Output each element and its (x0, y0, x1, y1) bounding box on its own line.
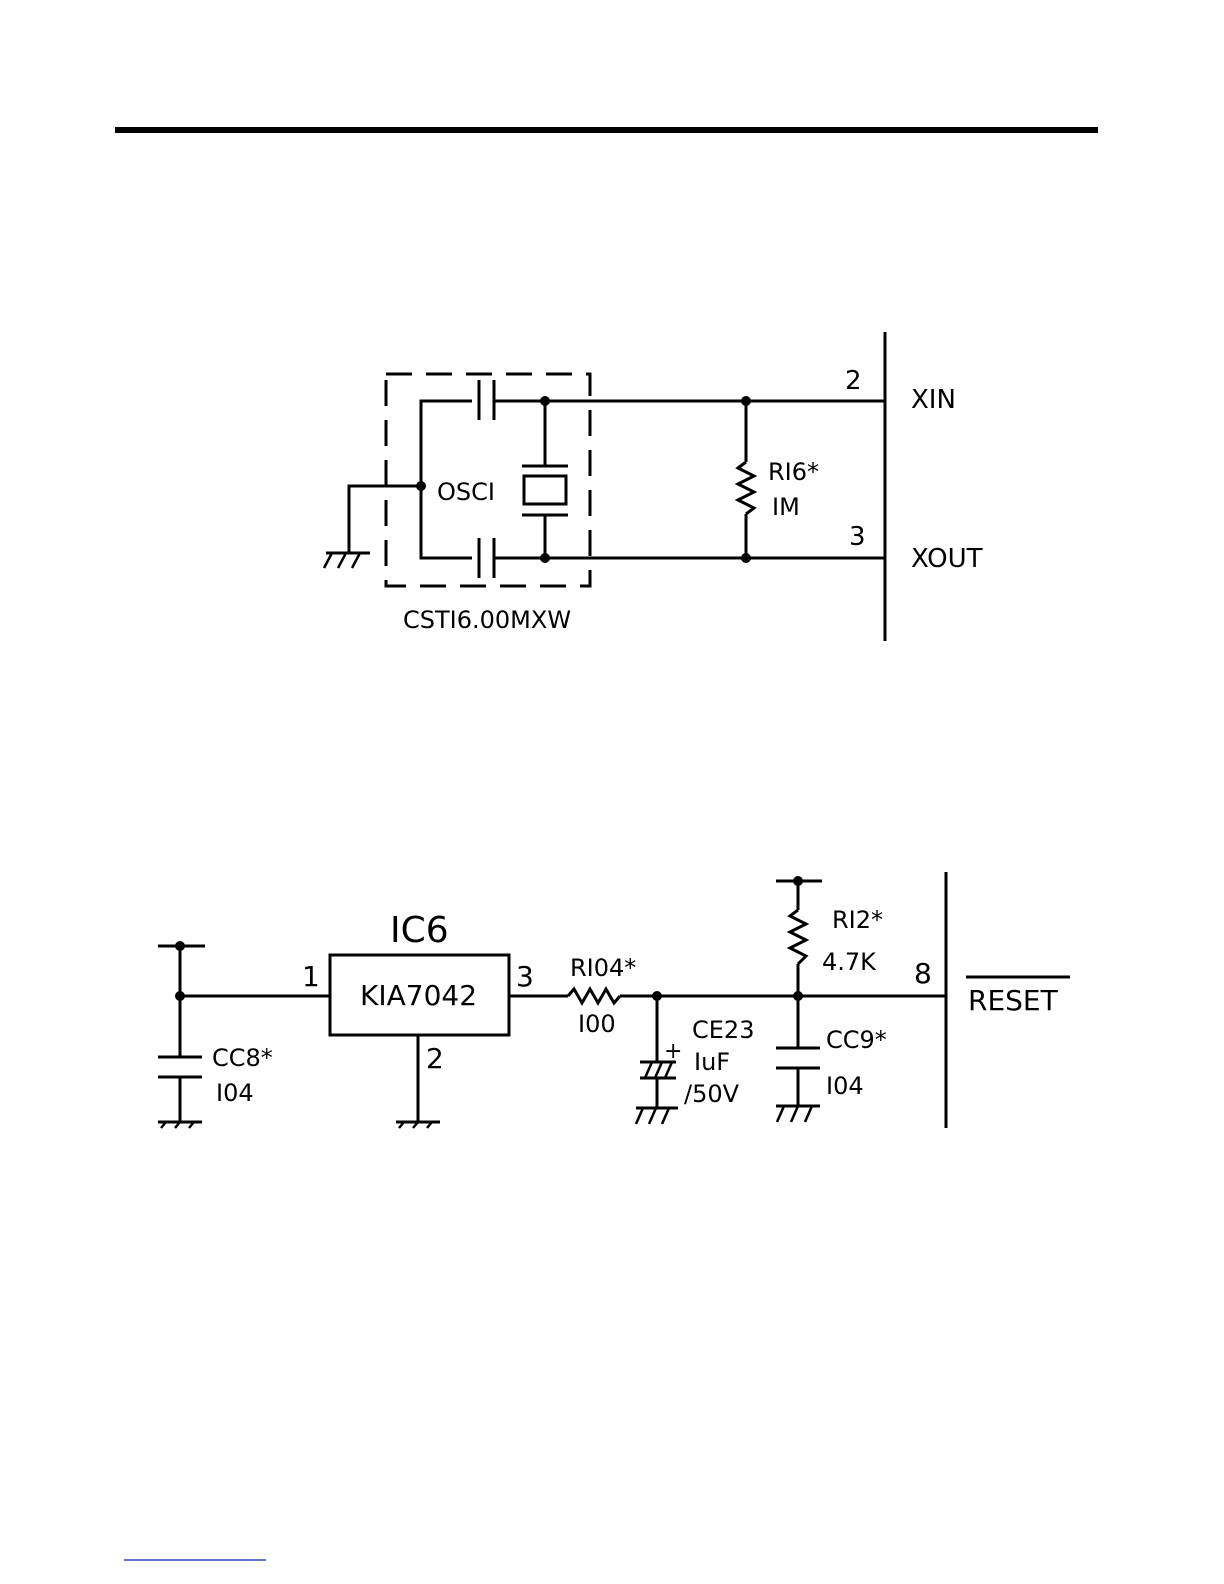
ic-pin-1: 1 (302, 960, 320, 993)
ic-part-number: KIA7042 (360, 979, 477, 1012)
input-capacitor-value: I04 (216, 1079, 254, 1107)
ground-symbol-cc8 (158, 1122, 202, 1128)
pullup-resistor-ref: RI2* (832, 906, 883, 934)
net-reset-label: RESET (968, 984, 1059, 1017)
ic-pin-3: 3 (516, 960, 534, 993)
net-xout-label: XOUT (911, 544, 983, 574)
series-resistor (568, 989, 620, 1003)
output-capacitor-value: I04 (826, 1072, 864, 1100)
ground-symbol-ic6 (396, 1122, 440, 1128)
osc-label: OSCI (437, 478, 495, 506)
pullup-resistor (790, 910, 806, 964)
bottom-capacitor (479, 538, 494, 578)
series-resistor-ref: RI04* (570, 954, 636, 982)
input-capacitor-ref: CC8* (212, 1044, 273, 1072)
ic-reference: IC6 (390, 910, 449, 951)
electrolytic-voltage: /50V (684, 1080, 740, 1108)
electrolytic-polarity: + (664, 1039, 682, 1064)
top-capacitor (479, 380, 494, 420)
input-capacitor (158, 1057, 202, 1077)
output-capacitor (776, 1048, 820, 1068)
crystal-symbol (522, 466, 568, 515)
ground-symbol-cc9 (776, 1106, 820, 1122)
ic-pin-2: 2 (426, 1042, 444, 1075)
ground-symbol-ce23 (636, 1108, 678, 1124)
resonator-part-number: CSTI6.00MXW (403, 606, 571, 634)
pin-xout-number: 3 (849, 522, 866, 552)
electrolytic-capacitor (640, 1062, 676, 1078)
reset-circuit: IC6 KIA7042 1 2 3 RI04* I00 CC8* I04 + C… (158, 872, 1070, 1128)
feedback-resistor-ref: RI6* (768, 458, 819, 486)
series-resistor-value: I00 (578, 1010, 616, 1038)
oscillator-circuit: OSCI CSTI6.00MXW RI6* IM 2 3 XIN XOUT (324, 332, 983, 641)
pullup-resistor-value: 4.7K (822, 948, 877, 976)
feedback-resistor (738, 462, 754, 514)
reset-pin-number: 8 (914, 957, 932, 990)
ground-symbol (324, 553, 370, 568)
net-xin-label: XIN (911, 385, 956, 415)
pin-xin-number: 2 (845, 366, 862, 396)
electrolytic-value: IuF (694, 1048, 730, 1076)
output-capacitor-ref: CC9* (826, 1026, 887, 1054)
electrolytic-ref: CE23 (692, 1016, 754, 1044)
feedback-resistor-value: IM (772, 493, 800, 521)
